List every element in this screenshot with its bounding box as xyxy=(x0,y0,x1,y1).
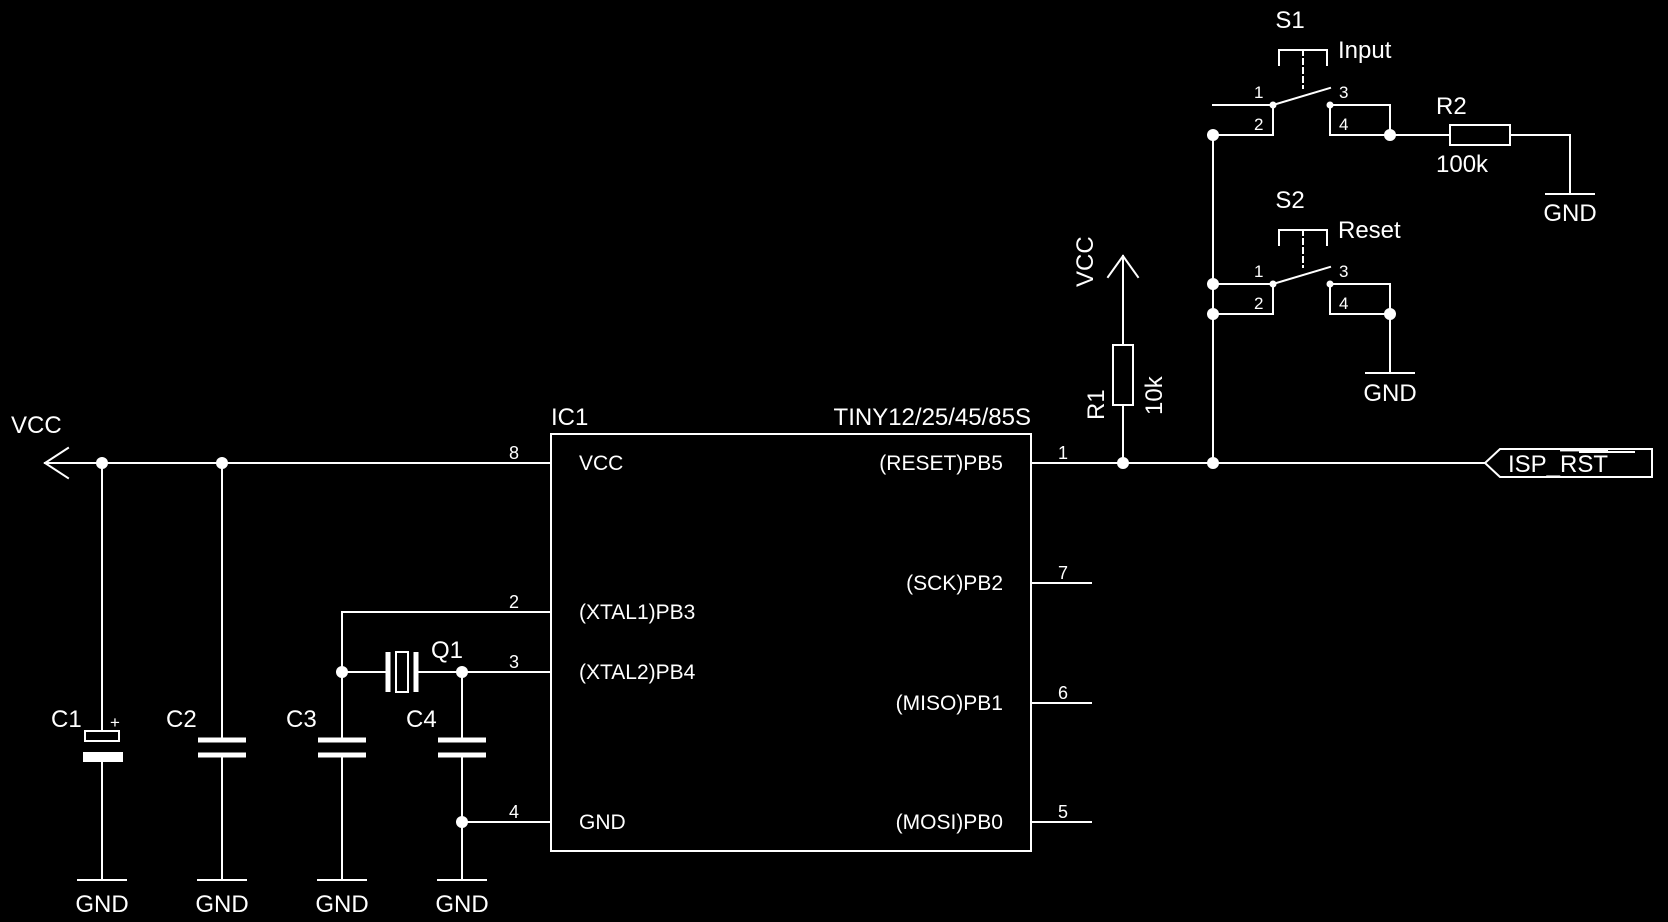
pin-xtal1-label: (XTAL1)PB3 xyxy=(579,601,695,624)
ic1-value: TINY12/25/45/85S xyxy=(834,404,1031,431)
c1-label: C1 xyxy=(51,706,82,733)
s1-label: S1 xyxy=(1275,7,1304,34)
pin-7-number: 7 xyxy=(1058,563,1068,583)
crystal-q1: Q1 xyxy=(341,637,463,693)
s2-caption: Reset xyxy=(1338,217,1401,244)
gnd-label-c3: GND xyxy=(315,891,368,918)
r2-label: R2 xyxy=(1436,93,1467,120)
net-label-isp-rst: ISP_RST xyxy=(1483,448,1653,478)
resistor-r1: VCC R1 10k xyxy=(1072,236,1168,469)
pin-reset-label: (RESET)PB5 xyxy=(879,452,1003,475)
pin-miso-label: (MISO)PB1 xyxy=(896,692,1003,715)
switch-s2: S2 Reset GND 1 2 3 4 xyxy=(1212,187,1417,407)
net-label-overlined: RST xyxy=(1560,451,1608,478)
s1-pin3: 3 xyxy=(1339,83,1348,102)
r1-label: R1 xyxy=(1083,389,1110,420)
ic1-name: IC1 xyxy=(551,404,588,431)
capacitor-c2: C2 xyxy=(166,462,246,881)
vcc-r1-label: VCC xyxy=(1072,236,1099,287)
s2-pin1: 1 xyxy=(1254,262,1263,281)
gnd-label-c1: GND xyxy=(75,891,128,918)
net-label-text: ISP_RST xyxy=(1508,451,1608,478)
pin-1-number: 1 xyxy=(1058,443,1068,463)
s1-caption: Input xyxy=(1338,37,1392,64)
c1-polarity: + xyxy=(110,713,120,732)
s2-label: S2 xyxy=(1275,187,1304,214)
gnd-symbols-bottom: GND GND GND GND xyxy=(75,879,489,918)
pin-3-number: 3 xyxy=(509,652,519,672)
pin-sck-label: (SCK)PB2 xyxy=(906,572,1003,595)
pin-6-number: 6 xyxy=(1058,683,1068,703)
capacitor-c1: + C1 xyxy=(51,462,123,881)
vcc-rail: VCC xyxy=(11,412,501,480)
q1-label: Q1 xyxy=(431,637,463,664)
c2-label: C2 xyxy=(166,706,197,733)
r2-value: 100k xyxy=(1436,151,1489,178)
gnd-label-r2: GND xyxy=(1543,200,1596,227)
pin-xtal2-label: (XTAL2)PB4 xyxy=(579,661,696,684)
ic1: IC1 TINY12/25/45/85S 8 2 3 4 VCC (XTAL1)… xyxy=(341,404,1486,852)
s2-pin4: 4 xyxy=(1339,294,1348,313)
s2-pin2: 2 xyxy=(1254,294,1263,313)
ic1-body xyxy=(550,433,1032,852)
s1-pin2: 2 xyxy=(1254,115,1263,134)
pin-mosi-label: (MOSI)PB0 xyxy=(896,811,1003,834)
pin-gnd-label: GND xyxy=(579,811,626,834)
gnd-label-c2: GND xyxy=(195,891,248,918)
pin-2-number: 2 xyxy=(509,592,519,612)
switch-s1: S1 Input 1 2 3 4 xyxy=(1212,7,1396,141)
s1-pin1: 1 xyxy=(1254,83,1263,102)
pin-4-number: 4 xyxy=(509,802,519,822)
pin-5-number: 5 xyxy=(1058,802,1068,822)
pin-vcc-label: VCC xyxy=(579,452,623,475)
gnd-label-c4: GND xyxy=(435,891,488,918)
resistor-r2: R2 100k GND xyxy=(1389,93,1597,227)
r1-value: 10k xyxy=(1141,375,1168,415)
switch-bus xyxy=(1207,129,1219,469)
vcc-left-label: VCC xyxy=(11,412,62,439)
pin-8-number: 8 xyxy=(509,443,519,463)
net-label-prefix: ISP_ xyxy=(1508,451,1561,478)
oscillator-network: C3 Q1 C4 xyxy=(286,611,486,881)
s2-pin3: 3 xyxy=(1339,262,1348,281)
s1-pin4: 4 xyxy=(1339,115,1348,134)
c3-label: C3 xyxy=(286,706,317,733)
gnd-label-s2: GND xyxy=(1363,380,1416,407)
c4-label: C4 xyxy=(406,706,437,733)
